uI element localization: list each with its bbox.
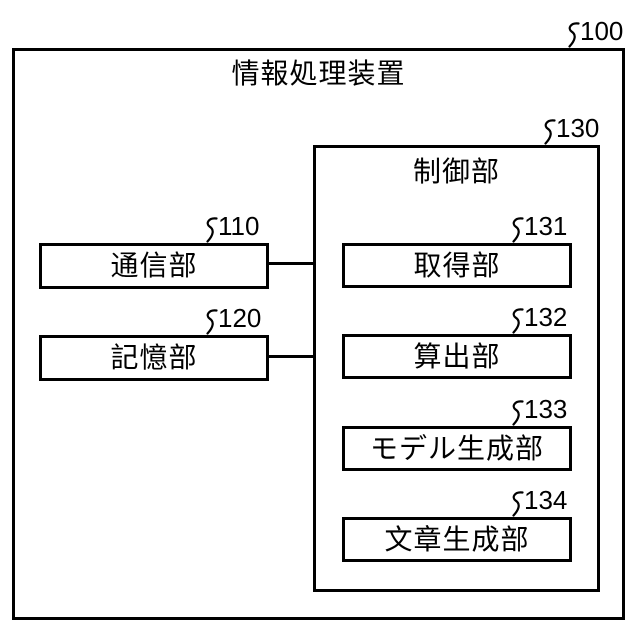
controller-title: 制御部 [412,156,500,187]
block-model-generation-unit-label: モデル生成部 [369,432,544,464]
leader-squiggle-icon [512,308,524,334]
block-acquisition-unit: 取得部 [342,243,572,288]
ref-number: 130 [556,113,600,143]
block-model-generation-unit: モデル生成部 [342,426,572,471]
block-communication-unit: 通信部 [39,243,269,289]
block-communication-unit-label: 通信部 [110,250,198,281]
ref-number: 134 [524,485,568,515]
ref-label-110: 110 [204,213,259,243]
block-storage-unit-label: 記憶部 [110,342,198,373]
ref-number: 110 [218,211,260,241]
ref-number: 100 [580,16,624,46]
leader-squiggle-icon [512,400,524,426]
leader-squiggle-icon [512,491,524,517]
leader-squiggle-icon [206,217,218,243]
connector-communication-to-controller [269,262,313,265]
ref-label-120: 120 [204,305,261,335]
ref-number: 132 [524,302,568,332]
ref-label-130: 130 [542,115,599,145]
ref-number: 131 [524,211,568,241]
leader-squiggle-icon [512,217,524,243]
block-text-generation-unit: 文章生成部 [342,517,572,562]
leader-squiggle-icon [206,309,218,335]
ref-label-133: 133 [510,396,567,426]
ref-number: 133 [524,394,568,424]
ref-number: 120 [218,303,262,333]
ref-label-134: 134 [510,487,567,517]
leader-squiggle-icon [568,22,580,48]
ref-label-132: 132 [510,304,567,334]
block-calculation-unit: 算出部 [342,334,572,379]
ref-label-131: 131 [510,213,567,243]
block-storage-unit: 記憶部 [39,335,269,381]
block-text-generation-unit-label: 文章生成部 [384,523,530,555]
connector-storage-to-controller [269,355,313,358]
block-acquisition-unit-label: 取得部 [413,249,501,281]
block-calculation-unit-label: 算出部 [413,340,501,372]
ref-label-100: 100 [566,18,623,48]
device-title: 情報処理装置 [231,58,406,89]
leader-squiggle-icon [544,119,556,145]
